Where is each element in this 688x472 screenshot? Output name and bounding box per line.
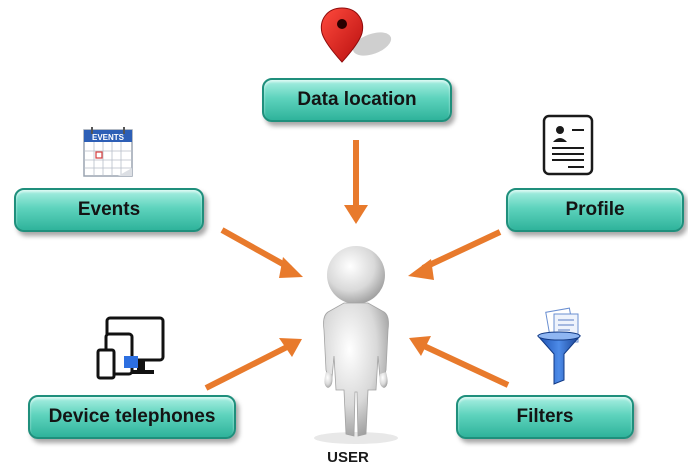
user-figure-icon [314, 246, 398, 444]
devices-icon [96, 316, 165, 380]
filters-box: Filters [456, 395, 634, 439]
device-telephones-label: Device telephones [48, 406, 216, 427]
calendar-label: EVENTS [92, 133, 125, 142]
data-location-box: Data location [262, 78, 452, 122]
profile-box: Profile [506, 188, 684, 232]
arrow-profile [408, 229, 502, 280]
user-label: USER [327, 449, 369, 466]
profile-label: Profile [565, 199, 625, 220]
events-label: Events [77, 199, 141, 220]
arrow-device [204, 338, 302, 391]
filters-label: Filters [516, 406, 574, 427]
calendar-icon: EVENTS [83, 127, 133, 177]
profile-document-icon [542, 114, 594, 176]
arrow-filters [409, 336, 510, 388]
events-box: Events [14, 188, 204, 232]
map-pin-icon [320, 7, 392, 63]
arrow-data-location [344, 140, 368, 224]
funnel-filter-icon [536, 307, 582, 385]
data-location-label: Data location [297, 89, 417, 110]
device-telephones-box: Device telephones [28, 395, 236, 439]
arrow-events [220, 227, 303, 278]
